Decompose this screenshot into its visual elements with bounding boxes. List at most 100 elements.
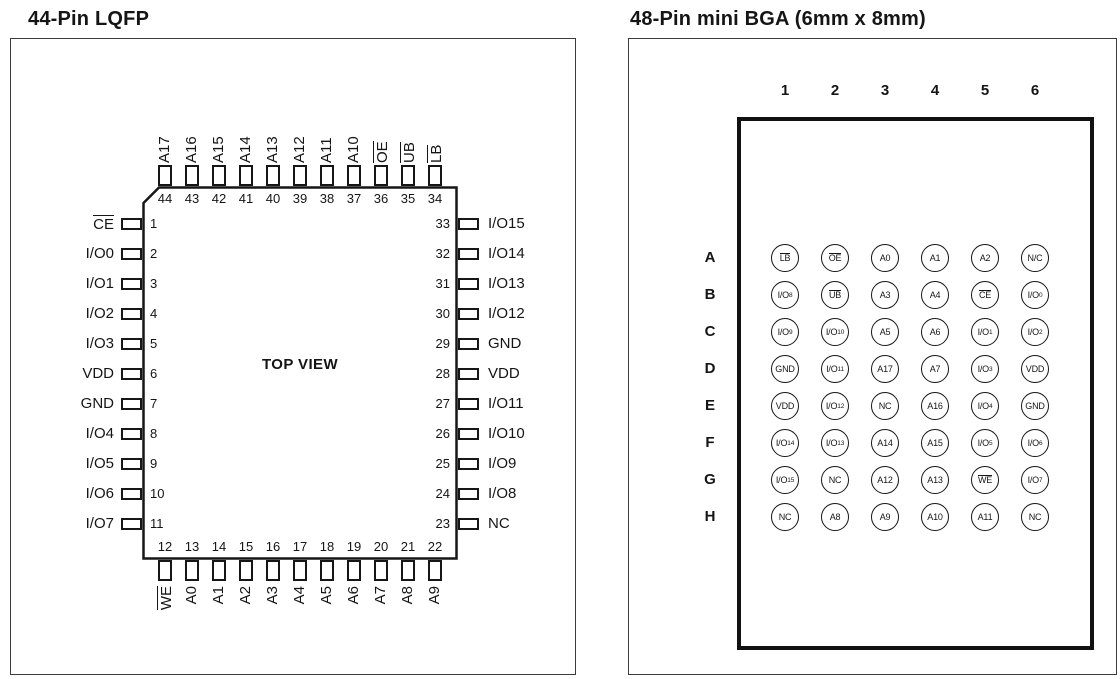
overbar: UB — [400, 142, 418, 163]
lqfp-pin-label: I/O1 — [85, 275, 114, 292]
lqfp-pin-number: 33 — [435, 216, 450, 231]
lqfp-pin-number: 15 — [238, 539, 254, 554]
lqfp-pin-label: A0 — [183, 586, 200, 605]
lqfp-pin-top — [239, 165, 253, 186]
top-view-label: TOP VIEW — [262, 356, 338, 373]
lqfp-pin-label: A14 — [237, 136, 254, 163]
lqfp-pin-label: A9 — [426, 586, 443, 605]
bga-ball: A4 — [921, 281, 949, 309]
bga-row-header: C — [704, 323, 716, 340]
bga-row-header: A — [704, 249, 716, 266]
bga-ball: CE — [971, 281, 999, 309]
lqfp-pin-number: 31 — [435, 276, 450, 291]
lqfp-pin-number: 34 — [427, 191, 443, 206]
overbar: OE — [828, 252, 842, 263]
lqfp-pin-right — [458, 518, 479, 530]
lqfp-pin-label: I/O8 — [488, 485, 517, 502]
lqfp-pin-label: A12 — [291, 136, 308, 163]
lqfp-pin-number: 11 — [150, 516, 164, 531]
bga-ball: A17 — [871, 355, 899, 383]
lqfp-pin-bottom — [428, 560, 442, 581]
lqfp-pin-right — [458, 398, 479, 410]
lqfp-pin-label: A16 — [183, 136, 200, 163]
lqfp-pin-top — [347, 165, 361, 186]
lqfp-pin-number: 18 — [319, 539, 335, 554]
overbar: CE — [93, 215, 114, 233]
bga-ball: GND — [771, 355, 799, 383]
overbar: UB — [828, 289, 842, 300]
lqfp-pin-bottom — [374, 560, 388, 581]
overbar: WE — [977, 474, 993, 485]
lqfp-pin-bottom — [293, 560, 307, 581]
lqfp-pin-bottom — [347, 560, 361, 581]
bga-col-header: 5 — [980, 82, 990, 99]
lqfp-pin-right — [458, 488, 479, 500]
lqfp-pin-top — [428, 165, 442, 186]
bga-ball: A9 — [871, 503, 899, 531]
lqfp-pin-number: 6 — [150, 366, 158, 381]
lqfp-pin-right — [458, 218, 479, 230]
bga-ball: A13 — [921, 466, 949, 494]
lqfp-pin-label: I/O0 — [85, 245, 114, 262]
lqfp-pin-number: 25 — [435, 456, 450, 471]
bga-ball: NC — [1021, 503, 1049, 531]
lqfp-pin-label: I/O3 — [85, 335, 114, 352]
lqfp-pin-label: A15 — [210, 136, 227, 163]
lqfp-pin-label: A3 — [264, 586, 281, 605]
lqfp-pin-label: I/O7 — [85, 515, 114, 532]
bga-ball: VDD — [771, 392, 799, 420]
bga-ball: A15 — [921, 429, 949, 457]
lqfp-pin-number: 7 — [150, 396, 158, 411]
lqfp-pin-top — [185, 165, 199, 186]
bga-ball: NC — [771, 503, 799, 531]
lqfp-pin-number: 38 — [319, 191, 335, 206]
bga-ball: WE — [971, 466, 999, 494]
lqfp-pin-label: I/O13 — [488, 275, 525, 292]
bga-row-header: E — [704, 397, 715, 414]
lqfp-pin-left — [121, 308, 142, 320]
lqfp-pin-top — [374, 165, 388, 186]
overbar: CE — [978, 289, 992, 300]
lqfp-pin-label: VDD — [82, 365, 114, 382]
lqfp-pin-number: 29 — [435, 336, 450, 351]
lqfp-title: 44-Pin LQFP — [28, 8, 150, 30]
lqfp-pin-number: 22 — [427, 539, 443, 554]
lqfp-pin-number: 44 — [157, 191, 173, 206]
lqfp-pin-number: 20 — [373, 539, 389, 554]
bga-ball: A3 — [871, 281, 899, 309]
bga-ball: A12 — [871, 466, 899, 494]
lqfp-pin-left — [121, 518, 142, 530]
bga-col-header: 4 — [930, 82, 940, 99]
lqfp-pin-label: A7 — [372, 586, 389, 605]
lqfp-pin-left — [121, 278, 142, 290]
lqfp-pin-number: 16 — [265, 539, 281, 554]
lqfp-pin-top — [401, 165, 415, 186]
lqfp-pin-right — [458, 458, 479, 470]
lqfp-pin-bottom — [266, 560, 280, 581]
lqfp-pin-number: 36 — [373, 191, 389, 206]
lqfp-pin-label: A10 — [345, 136, 362, 163]
bga-row-header: F — [705, 434, 715, 451]
lqfp-pin-label: UB — [400, 107, 418, 163]
lqfp-pin-bottom — [239, 560, 253, 581]
lqfp-pin-bottom — [401, 560, 415, 581]
lqfp-pin-label: A2 — [237, 586, 254, 605]
lqfp-pin-right — [458, 308, 479, 320]
bga-ball: A2 — [971, 244, 999, 272]
lqfp-pin-label: I/O4 — [85, 425, 114, 442]
lqfp-pin-bottom — [158, 560, 172, 581]
lqfp-pin-number: 14 — [211, 539, 227, 554]
bga-ball: NC — [821, 466, 849, 494]
lqfp-pin-left — [121, 488, 142, 500]
lqfp-pin-number: 12 — [157, 539, 173, 554]
lqfp-pin-left — [121, 248, 142, 260]
bga-row-header: D — [704, 360, 716, 377]
bga-ball: A10 — [921, 503, 949, 531]
